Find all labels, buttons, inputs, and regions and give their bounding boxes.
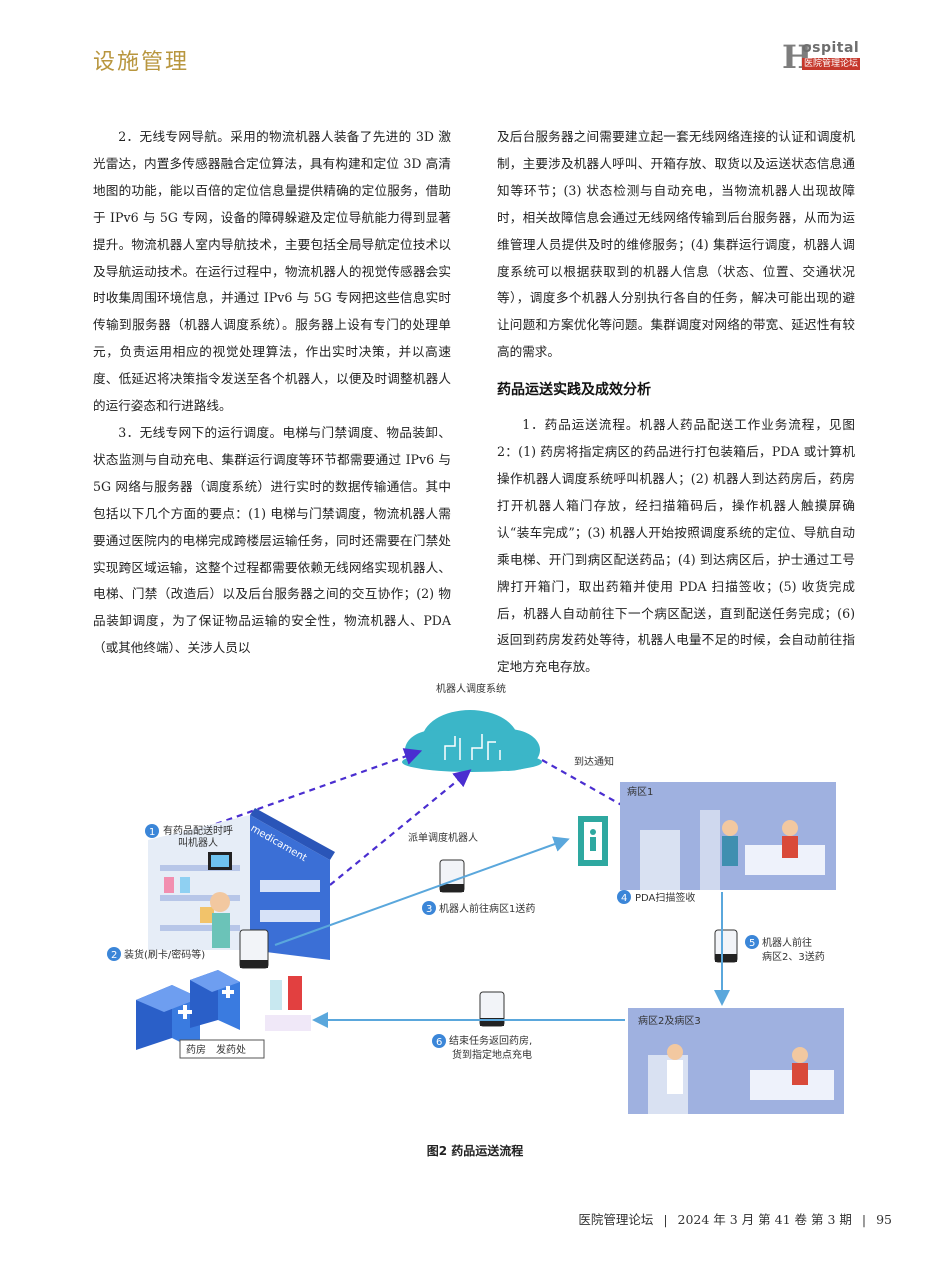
svg-text:装货(刷卡/密码等): 装货(刷卡/密码等) [124,948,205,961]
svg-text:有药品配送时呼: 有药品配送时呼 [163,824,233,837]
ward23-label: 病区2及病区3 [638,1014,701,1027]
elevator-icon [578,816,608,866]
paragraph: 2．无线专网导航。采用的物流机器人装备了先进的 3D 激光雷达，内置多传感器融合… [93,129,451,414]
step-2: 2 装货(刷卡/密码等) [107,947,205,961]
ward23-scene [628,1008,844,1114]
medicine-boxes [136,970,311,1052]
nurse-figure [210,892,230,948]
cloud-label: 机器人调度系统 [436,682,506,695]
logo-subtitle: 医院管理论坛 [802,58,861,70]
figure-caption: 图2 药品运送流程 [426,1144,524,1158]
svg-text:PDA扫描签收: PDA扫描签收 [635,891,695,904]
step-4: 4 PDA扫描签收 [617,890,695,904]
robot-icon [239,929,269,969]
svg-text:机器人前往: 机器人前往 [762,936,812,949]
flow-figure: 机器人调度系统 到达通知 派单调度机器人 病区1 病区2及病区3 [107,682,844,1114]
section-title: 设施管理 [93,50,190,75]
svg-text:4: 4 [621,893,627,904]
svg-text:病区2、3送药: 病区2、3送药 [762,950,825,963]
dash-arrow-call [184,748,423,837]
step-1: 1 有药品配送时呼 叫机器人 [145,824,233,849]
svg-text:结束任务返回药房,: 结束任务返回药房, [449,1034,532,1047]
footer-issue: 2024 年 3 月 第 41 卷 第 3 期 [677,1212,852,1227]
pharmacy-label-box [179,1039,265,1059]
footer-separator: | [861,1212,867,1227]
pharmacy-label: 药房 发药处 [186,1043,246,1056]
svg-text:6: 6 [436,1037,442,1048]
svg-text:3: 3 [426,904,432,915]
ward1-scene [620,782,836,890]
paragraph: 及后台服务器之间需要建立起一套无线网络连接的认证和调度机制，主要涉及机器人呼叫、… [497,129,855,360]
footer-separator: | [663,1212,668,1227]
footer-journal: 医院管理论坛 [578,1212,654,1227]
paragraph: 1．药品运送流程。机器人药品配送工作业务流程，见图 2：(1) 药房将指定病区的… [497,417,855,675]
cloud-icon [402,710,542,772]
step-5: 5 机器人前往 病区2、3送药 [745,935,825,963]
robot-icon [714,929,738,963]
robot-icon [479,991,505,1027]
page-number: 95 [876,1212,892,1227]
arrow-to-ward1 [274,836,570,946]
ward1-label: 病区1 [627,785,653,798]
svg-text:货到指定地点充电: 货到指定地点充电 [452,1048,532,1061]
svg-text:2: 2 [111,950,117,961]
svg-text:5: 5 [749,938,755,949]
section-heading: 药品运送实践及成效分析 [497,382,651,399]
right-column: 及后台服务器之间需要建立起一套无线网络连接的认证和调度机制，主要涉及机器人呼叫、… [497,124,855,681]
svg-text:叫机器人: 叫机器人 [178,836,218,849]
left-column: 2．无线专网导航。采用的物流机器人装备了先进的 3D 激光雷达，内置多传感器融合… [93,124,451,662]
dispatch-label: 派单调度机器人 [408,831,478,844]
journal-logo: H ospital 医院管理论坛 [782,40,862,74]
logo-word: ospital [802,40,860,56]
arrive-notice-label: 到达通知 [574,755,614,768]
page-footer: 医院管理论坛 | 2024 年 3 月 第 41 卷 第 3 期 | 95 [572,1209,892,1228]
step-3: 3 机器人前往病区1送药 [422,901,535,915]
svg-text:1: 1 [149,827,155,838]
paragraph: 3．无线专网下的运行调度。电梯与门禁调度、物品装卸、状态监测与自动充电、集群运行… [93,424,451,656]
svg-text:机器人前往病区1送药: 机器人前往病区1送药 [439,902,535,915]
dash-arrow-dispatch [329,769,472,886]
robot-icon [439,859,465,893]
step-6: 6 结束任务返回药房, 货到指定地点充电 [432,1034,532,1061]
